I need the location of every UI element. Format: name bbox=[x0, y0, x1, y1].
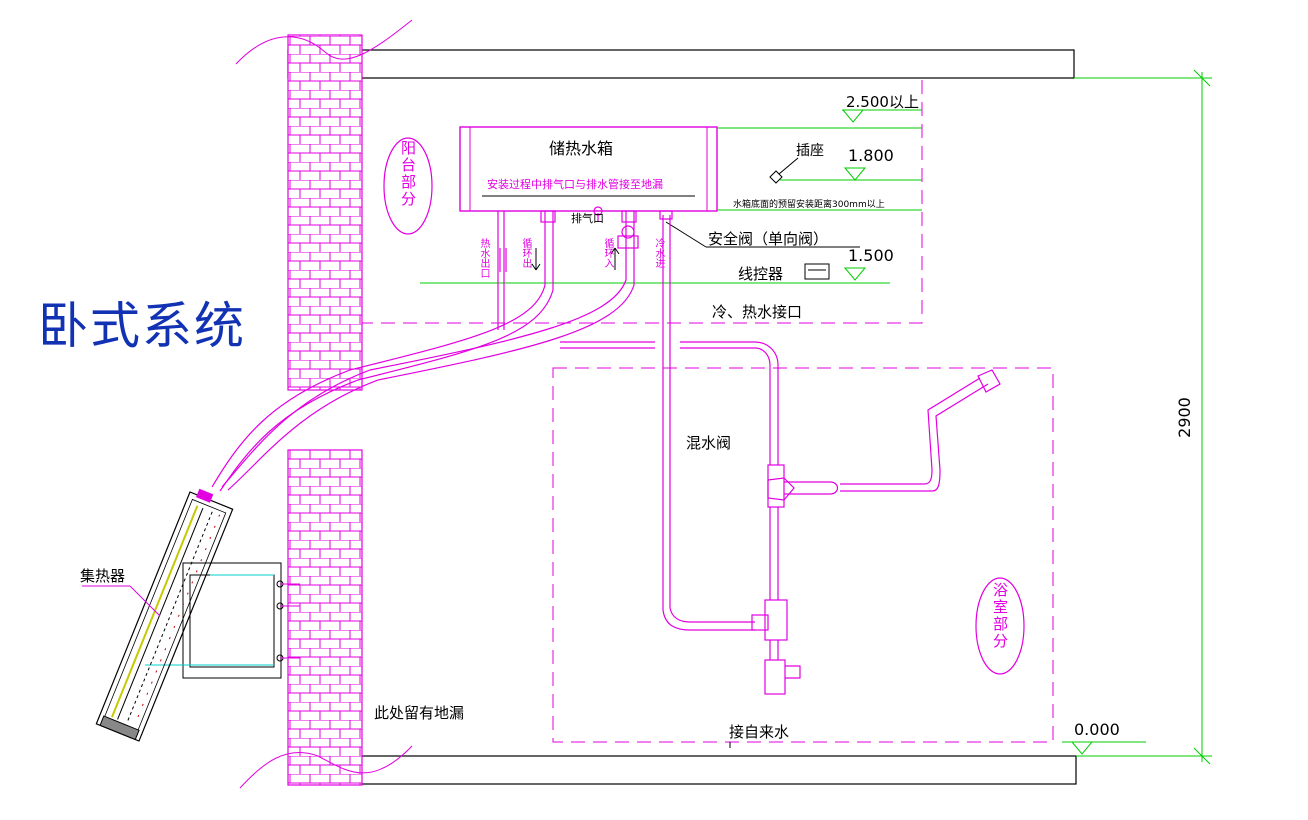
balcony-zone bbox=[361, 78, 923, 324]
port-hot-out: 热水出口 bbox=[478, 238, 489, 278]
tank-label: 储热水箱 bbox=[549, 139, 614, 158]
exhaust-port-label: 排气口 bbox=[571, 212, 604, 225]
collector-label: 集热器 bbox=[80, 567, 126, 585]
page-title: 卧式系统 bbox=[38, 297, 246, 355]
flow-arrows bbox=[531, 247, 620, 271]
balcony-label: 阳台部分 bbox=[399, 140, 417, 208]
floor-slab bbox=[289, 755, 1077, 785]
port-circ-out: 循环出 bbox=[520, 238, 531, 268]
port-cold-in: 冷水进 bbox=[653, 238, 664, 268]
collector-bracket bbox=[145, 562, 300, 679]
controller-icon bbox=[804, 263, 830, 280]
tap-water-label: 接自来水 bbox=[729, 723, 790, 741]
bathroom-label: 浴室部分 bbox=[991, 582, 1009, 650]
tank-bottom-note: 水箱底面的预留安装距离300mm以上 bbox=[733, 200, 885, 210]
mixing-valve-label: 混水阀 bbox=[686, 434, 732, 452]
brick-wall bbox=[235, 19, 413, 789]
elevation-1800: 1.800 bbox=[848, 146, 894, 165]
elevation-2500: 2.500以上 bbox=[846, 93, 919, 111]
dimension-2900: 2900 bbox=[1174, 397, 1194, 438]
elevation-lines bbox=[420, 69, 1212, 765]
floor-drain-label: 此处留有地漏 bbox=[374, 704, 465, 722]
pipes bbox=[211, 206, 1001, 695]
socket-icon bbox=[769, 157, 799, 184]
safety-valve-leader bbox=[665, 221, 707, 248]
elevation-0000: 0.000 bbox=[1074, 720, 1120, 739]
balcony-oval bbox=[383, 137, 433, 235]
bathroom-oval bbox=[975, 577, 1025, 675]
interface-label: 冷、热水接口 bbox=[712, 303, 803, 321]
safety-valve-label: 安全阀（单向阀） bbox=[708, 230, 829, 248]
storage-tank bbox=[459, 126, 718, 212]
tank-note: 安装过程中排气口与排水管接至地漏 bbox=[487, 178, 663, 191]
bathroom-zone bbox=[552, 367, 1054, 743]
solar-collector bbox=[95, 488, 234, 742]
elevation-1500: 1.500 bbox=[848, 246, 894, 265]
ceiling-slab bbox=[287, 49, 1075, 79]
socket-label: 插座 bbox=[796, 143, 824, 159]
controller-label: 线控器 bbox=[738, 265, 784, 283]
port-circ-in: 循环入 bbox=[602, 238, 613, 268]
